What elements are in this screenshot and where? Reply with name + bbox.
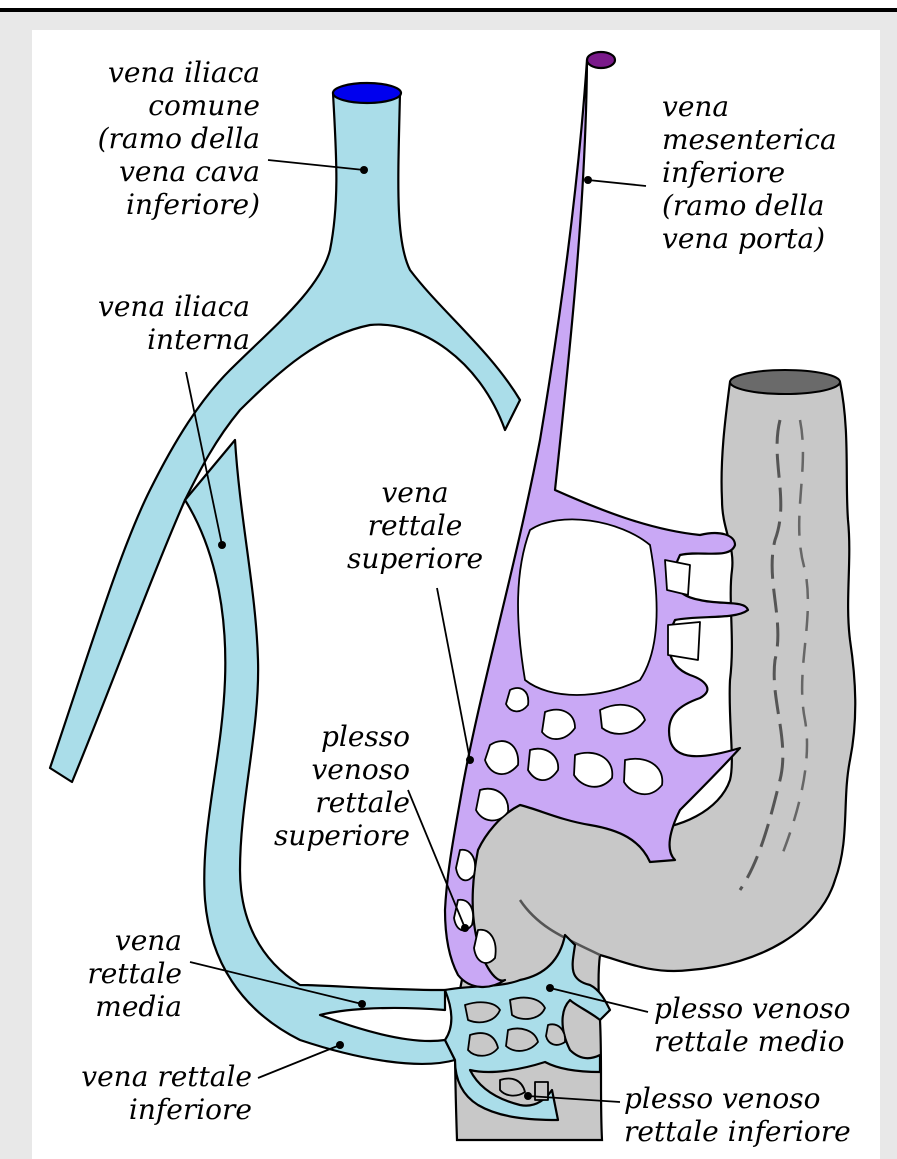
plexus-gap [518,519,657,695]
plexus-gap [456,850,475,881]
label-plesso-venoso-rettale-inferiore: plesso venoso rettale inferiore [624,1082,886,1148]
mesenteric-lumen [587,52,615,68]
plexus-gap [510,998,545,1019]
label-plesso-venoso-rettale-medio: plesso venoso rettale medio [654,992,884,1058]
label-vena-mesenterica-inferiore: vena mesenterica inferiore (ramo della v… [662,90,882,255]
common-iliac-lumen [333,83,401,103]
label-vena-iliaca-interna: vena iliaca interna [40,290,250,356]
label-vena-rettale-inferiore: vena rettale inferiore [40,1060,252,1126]
label-vena-iliaca-comune: vena iliaca comune (ramo della vena cava… [40,56,260,221]
plexus-gap [665,560,690,595]
plexus-gap [542,710,575,739]
label-vena-rettale-media: vena rettale media [40,924,182,1023]
label-vena-rettale-superiore: vena rettale superiore [330,476,500,575]
colon-lumen [730,370,840,394]
plexus-gap [506,688,528,711]
plexus-gap [485,741,518,774]
plexus-gap [668,622,700,660]
label-plesso-venoso-rettale-superiore: plesso venoso rettale superiore [220,720,410,852]
